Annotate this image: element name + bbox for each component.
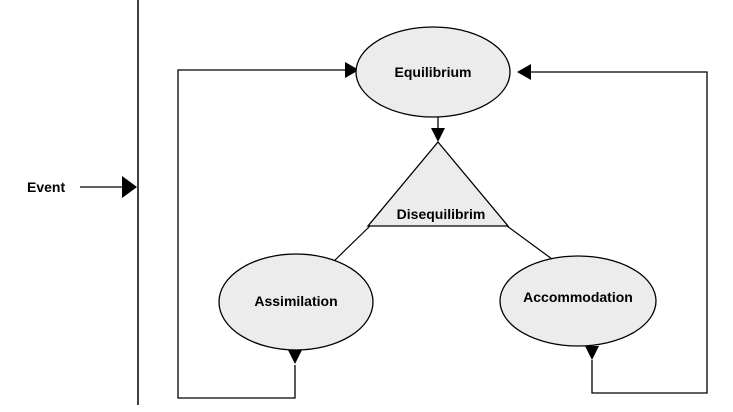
event-arrowhead	[122, 176, 137, 198]
assimilation-node	[218, 253, 374, 351]
disequilibrium-node	[366, 140, 510, 227]
accommodation-node	[499, 255, 657, 347]
disequilibrium-to-assimilation-line	[332, 225, 371, 263]
assimilation-down-arrowhead	[288, 350, 302, 364]
event-label: Event	[27, 179, 65, 195]
assimilation-label: Assimilation	[254, 293, 337, 309]
assimilation-feedback-loop	[177, 69, 346, 399]
equilibrium-node	[355, 26, 511, 118]
accommodation-down-arrowhead	[585, 346, 599, 360]
accommodation-label: Accommodation	[523, 289, 633, 305]
equilibrium-down-arrowhead	[431, 128, 445, 142]
assimilation-loop-arrowhead	[345, 62, 359, 78]
accommodation-feedback-loop	[530, 71, 708, 394]
equilibrium-label: Equilibrium	[395, 64, 472, 80]
accommodation-loop-arrowhead	[517, 64, 531, 80]
disequilibrium-to-accommodation-line	[506, 225, 553, 260]
disequilibrium-label: Disequilibrim	[397, 206, 486, 222]
